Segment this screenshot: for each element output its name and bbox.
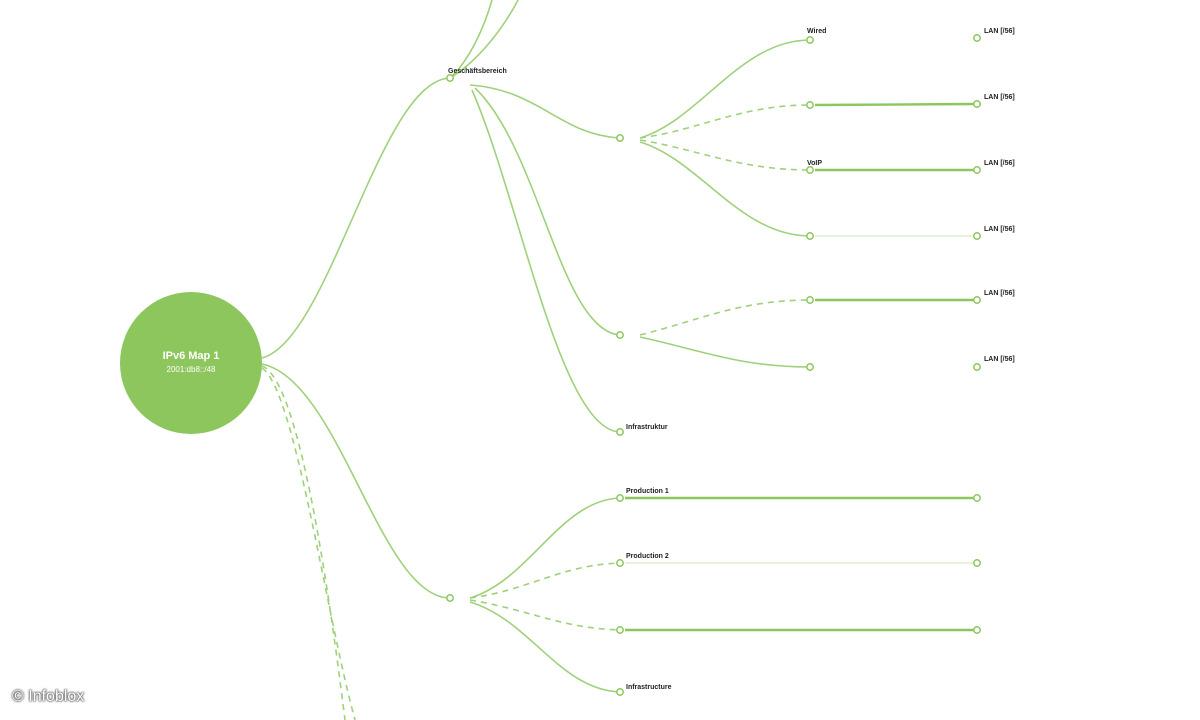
lan-node-l1[interactable]: LAN [/56] xyxy=(984,28,1015,36)
node-dot-l5[interactable] xyxy=(973,296,981,304)
lan-title: LAN [/56] xyxy=(984,356,1015,363)
node-dot-b1[interactable] xyxy=(446,74,454,82)
node-dot-s1[interactable] xyxy=(806,36,814,44)
copyright-symbol: © xyxy=(12,688,24,705)
node-dot-l1[interactable] xyxy=(973,34,981,42)
link-b5-s10 xyxy=(469,601,621,693)
root-node[interactable]: IPv6 Map 1 2001:db8::/48 xyxy=(120,292,262,434)
node-dot-s6[interactable] xyxy=(806,363,814,371)
lan-title: LAN [/56] xyxy=(984,226,1015,233)
lan-node-l5[interactable]: LAN [/56] xyxy=(984,290,1015,298)
link-b3-s5 xyxy=(639,299,811,336)
link-root-b1 xyxy=(261,77,451,359)
node-dot-l2[interactable] xyxy=(973,100,981,108)
node-dot-l3[interactable] xyxy=(973,166,981,174)
lan-node-l4[interactable]: LAN [/56] xyxy=(984,226,1015,234)
lan-title: LAN [/56] xyxy=(984,160,1015,167)
node-dot-l8[interactable] xyxy=(973,559,981,567)
subnet-node-s10[interactable]: Infrastructure xyxy=(626,684,672,692)
infoblox-watermark: © Infoblox xyxy=(12,688,84,706)
node-dot-s2[interactable] xyxy=(806,101,814,109)
node-dot-s5[interactable] xyxy=(806,296,814,304)
node-dot-s8[interactable] xyxy=(616,559,624,567)
node-dot-l4[interactable] xyxy=(973,232,981,240)
branch-node-b1[interactable]: Geschäftsbereich xyxy=(448,68,507,76)
lan-title: LAN [/56] xyxy=(984,290,1015,297)
root-subtitle: 2001:db8::/48 xyxy=(166,365,216,374)
node-dot-s7[interactable] xyxy=(616,494,624,502)
node-dot-l6[interactable] xyxy=(973,363,981,371)
link-root-b5 xyxy=(261,363,451,599)
lan-node-l3[interactable]: LAN [/56] xyxy=(984,160,1015,168)
node-dot-s4[interactable] xyxy=(806,232,814,240)
link-root-down-1 xyxy=(261,365,346,720)
link-b1-b2 xyxy=(469,84,621,139)
node-dot-b4[interactable] xyxy=(616,428,624,436)
branch-node-b4[interactable]: Infrastruktur xyxy=(626,424,668,432)
node-dot-s3[interactable] xyxy=(806,166,814,174)
root-title: IPv6 Map 1 xyxy=(162,350,220,362)
subnet-node-s1[interactable]: Wired xyxy=(807,28,826,36)
subnet-title: VoIP xyxy=(807,160,823,167)
link-b2-s3 xyxy=(639,139,811,171)
node-dot-b5[interactable] xyxy=(446,594,454,602)
link-b5-s7 xyxy=(469,497,621,599)
subnet-node-s3[interactable]: VoIP xyxy=(807,160,822,168)
node-dot-b2[interactable] xyxy=(616,134,624,142)
link-b5-s8 xyxy=(469,562,621,599)
link-b2-s4 xyxy=(639,141,811,237)
node-dot-s9[interactable] xyxy=(616,626,624,634)
link-s2-l2 xyxy=(814,102,976,107)
subnet-title: Production 2 xyxy=(626,553,669,560)
link-top-1 xyxy=(449,0,493,79)
subnet-title: Wired xyxy=(807,28,827,35)
link-b2-s1 xyxy=(639,39,811,139)
node-dot-l9[interactable] xyxy=(973,626,981,634)
link-b3-s6 xyxy=(639,336,811,368)
branch-title: Infrastruktur xyxy=(626,424,668,431)
link-b5-s9 xyxy=(469,599,621,631)
branch-title: Geschäftsbereich xyxy=(448,68,507,75)
link-root-down-2 xyxy=(261,367,356,720)
lan-node-l6[interactable]: LAN [/56] xyxy=(984,356,1015,364)
lan-node-l2[interactable]: LAN [/56] xyxy=(984,94,1015,102)
lan-title: LAN [/56] xyxy=(984,94,1015,101)
lan-title: LAN [/56] xyxy=(984,28,1015,35)
link-b1-b3 xyxy=(474,87,621,336)
subnet-node-s8[interactable]: Production 2 xyxy=(626,553,669,561)
node-dot-b3[interactable] xyxy=(616,331,624,339)
subnet-title: Production 1 xyxy=(626,488,669,495)
watermark-text: Infoblox xyxy=(28,688,85,705)
node-dot-s10[interactable] xyxy=(616,688,624,696)
node-dot-l7[interactable] xyxy=(973,494,981,502)
link-b1-b4 xyxy=(471,89,621,433)
link-top-2 xyxy=(449,0,519,79)
subnet-node-s7[interactable]: Production 1 xyxy=(626,488,669,496)
link-b2-s2 xyxy=(639,104,811,139)
subnet-title: Infrastructure xyxy=(626,684,672,691)
